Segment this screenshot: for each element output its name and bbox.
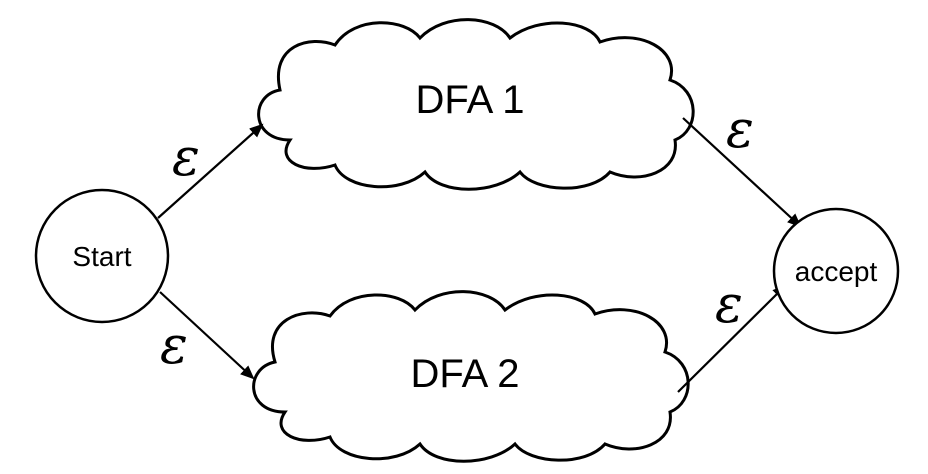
epsilon-label-dfa2-accept: ε <box>715 275 743 335</box>
epsilon-label-start-dfa2: ε <box>160 316 188 376</box>
dfa2-cloud-shape <box>252 290 690 463</box>
edge-start-to-dfa2 <box>159 291 255 380</box>
dfa1-cloud-shape <box>257 18 695 191</box>
edge-dfa2-to-accept <box>677 284 787 393</box>
accept-state-label: accept <box>795 256 878 287</box>
edge-dfa1-to-accept <box>682 117 802 228</box>
dfa2-label: DFA 2 <box>411 352 520 396</box>
dfa1-label: DFA 1 <box>416 78 525 122</box>
start-state-circle <box>34 188 170 324</box>
epsilon-label-start-dfa1: ε <box>172 128 200 188</box>
epsilon-label-dfa1-accept: ε <box>726 100 754 160</box>
start-state-label: Start <box>72 241 131 272</box>
accept-state-circle <box>772 207 900 335</box>
edge-start-to-dfa1 <box>157 123 264 219</box>
